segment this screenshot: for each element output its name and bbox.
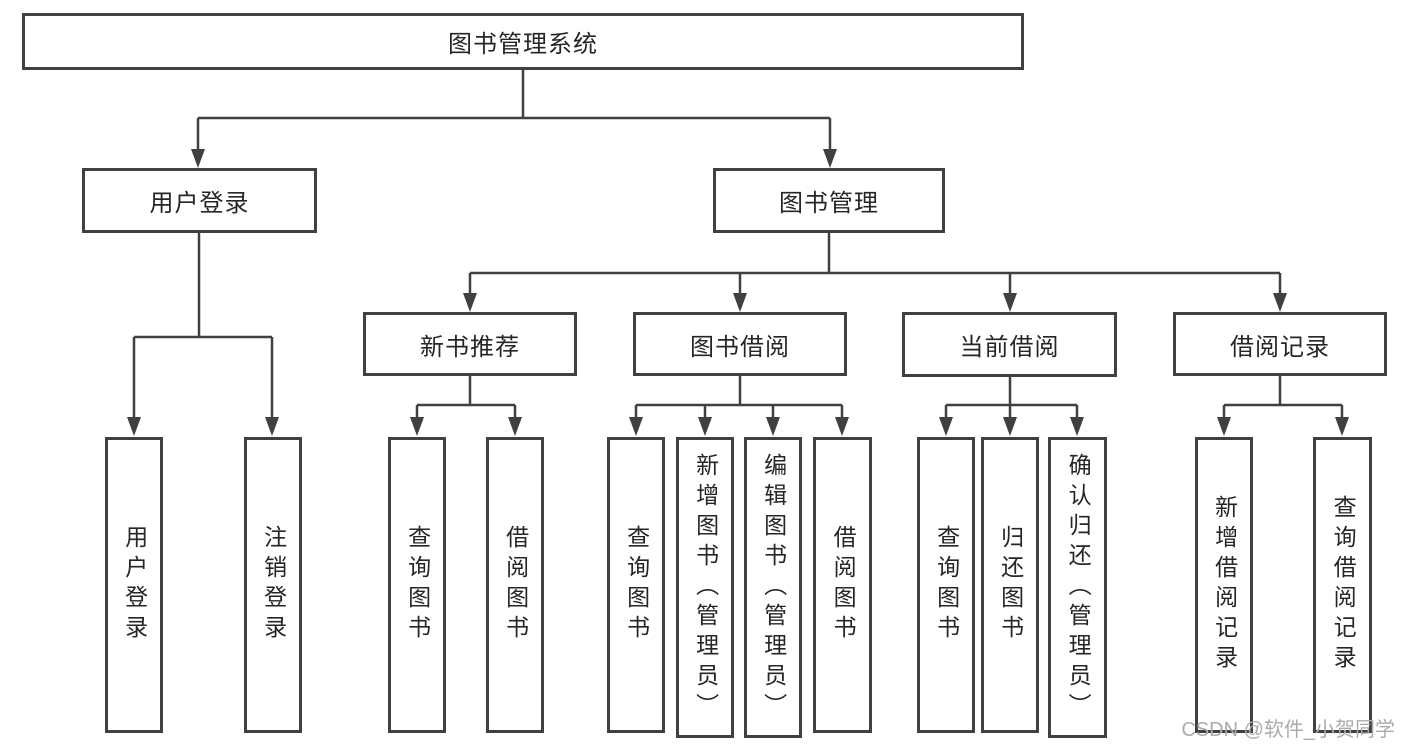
edges-book-borrow	[629, 376, 849, 436]
node-label: 注销登录	[260, 525, 287, 645]
edges-user-login	[127, 233, 279, 436]
node-label: 用户登录	[149, 190, 250, 217]
node-label: 借阅图书	[830, 525, 857, 645]
arrowhead-icon	[939, 417, 953, 436]
edges-current-borrow	[939, 377, 1084, 436]
node-label: 查询图书	[404, 525, 431, 645]
node-label: 新增图书（管理员）	[692, 452, 719, 723]
leaf-return-books: 归还图书	[981, 437, 1039, 733]
leaf-logout: 注销登录	[244, 437, 302, 733]
node-label: 图书借阅	[690, 333, 790, 361]
node-new-book-recommend: 新书推荐	[363, 312, 577, 376]
arrowhead-icon	[1217, 417, 1231, 436]
node-label: 查询图书	[933, 525, 960, 645]
node-label: 当前借阅	[959, 334, 1060, 361]
node-label: 确认归还（管理员）	[1065, 452, 1092, 723]
arrowhead-icon	[1273, 293, 1287, 312]
arrowhead-icon	[629, 417, 643, 436]
arrowhead-icon	[191, 149, 205, 168]
arrowhead-icon	[1335, 417, 1349, 436]
node-label: 用户登录	[121, 525, 148, 645]
node-current-borrow: 当前借阅	[902, 312, 1117, 377]
arrowhead-icon	[265, 417, 279, 436]
node-label: 图书管理系统	[448, 31, 598, 58]
leaf-query-books-1: 查询图书	[388, 437, 446, 733]
arrowhead-icon	[508, 417, 522, 436]
node-label: 新书推荐	[420, 333, 520, 361]
leaf-add-borrow-record: 新增借阅记录	[1195, 437, 1253, 733]
arrowhead-icon	[410, 417, 424, 436]
node-label: 查询借阅记录	[1330, 495, 1357, 675]
leaf-edit-books-admin: 编辑图书（管理员）	[744, 437, 802, 738]
leaf-user-login: 用户登录	[105, 437, 163, 733]
edges-root	[191, 70, 837, 168]
arrowhead-icon	[733, 293, 747, 312]
edges-borrow-records	[1217, 376, 1349, 436]
leaf-borrow-books-2: 借阅图书	[813, 437, 872, 733]
node-label: 借阅记录	[1230, 333, 1330, 361]
node-label: 查询图书	[623, 525, 650, 645]
arrowhead-icon	[835, 417, 849, 436]
arrowhead-icon	[127, 417, 141, 436]
leaf-confirm-return-admin: 确认归还（管理员）	[1048, 437, 1107, 738]
leaf-query-books-2: 查询图书	[607, 437, 665, 733]
node-borrow-records: 借阅记录	[1173, 312, 1387, 376]
leaf-borrow-books-1: 借阅图书	[486, 437, 544, 733]
node-label: 编辑图书（管理员）	[760, 452, 787, 723]
arrowhead-icon	[823, 149, 837, 168]
node-user-login: 用户登录	[82, 168, 317, 233]
node-label: 新增借阅记录	[1211, 495, 1238, 675]
node-book-management: 图书管理	[713, 168, 945, 233]
arrowhead-icon	[766, 417, 780, 436]
arrowhead-icon	[1003, 293, 1017, 312]
arrowhead-icon	[1003, 417, 1017, 436]
node-book-borrow: 图书借阅	[633, 312, 847, 376]
leaf-add-books-admin: 新增图书（管理员）	[676, 437, 734, 738]
node-label: 借阅图书	[502, 525, 529, 645]
arrowhead-icon	[463, 293, 477, 312]
node-label: 图书管理	[779, 190, 879, 217]
node-library-management-system: 图书管理系统	[22, 13, 1024, 70]
edges-new-book	[410, 376, 522, 436]
node-label: 归还图书	[997, 525, 1024, 645]
leaf-query-books-3: 查询图书	[917, 437, 975, 733]
leaf-query-borrow-record: 查询借阅记录	[1313, 437, 1372, 733]
edges-book-management	[463, 233, 1287, 312]
arrowhead-icon	[1070, 417, 1084, 436]
csdn-watermark: CSDN @软件_小贺同学	[1181, 719, 1395, 741]
arrowhead-icon	[698, 417, 712, 436]
